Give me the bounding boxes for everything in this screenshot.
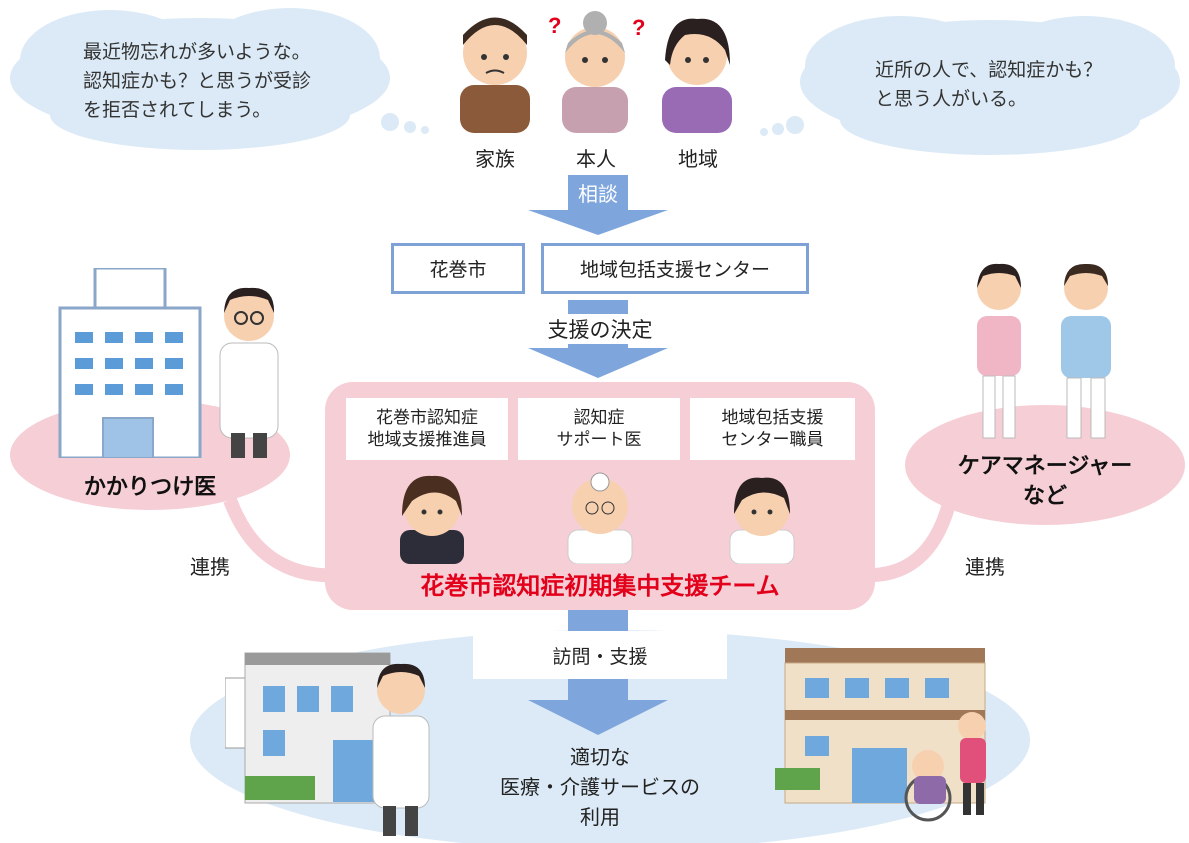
- left-link-curve: [223, 497, 341, 583]
- left-thought-cloud: [10, 8, 429, 150]
- caregiver-pushing-icon: [958, 712, 986, 815]
- community-person-icon: [662, 18, 732, 133]
- role-promoter: 花巻市認知症 地域支援推進員: [346, 398, 508, 460]
- right-pink-area: [905, 405, 1185, 525]
- staff-person-icon: [729, 477, 795, 564]
- doctor-bottom-icon: [372, 663, 430, 836]
- wheelchair-icon: [904, 750, 952, 822]
- left-cloud-text: 最近物忘れが多いような。 認知症かも？と思うが受診 を拒否されてしまう。: [83, 41, 312, 121]
- center-box: 地域包括支援センター: [541, 243, 809, 294]
- male-caregiver-icon: [1061, 263, 1111, 439]
- family-doctor-icon: [219, 287, 279, 458]
- care-facility-illustration: [775, 648, 986, 822]
- decision-label: 支援の決定: [500, 314, 700, 344]
- care-staff-illustration: [977, 263, 1111, 439]
- svg-text:?: ?: [548, 13, 561, 38]
- care-manager-label: ケアマネージャー など: [957, 454, 1133, 509]
- right-link-label: 連携: [965, 555, 1005, 579]
- doctor-person-icon: [567, 472, 633, 564]
- family-doctor-label: かかりつけ医: [83, 475, 217, 500]
- promoter-person-icon: [400, 475, 464, 564]
- care-home-building-icon: [775, 648, 986, 804]
- right-thought-cloud: [760, 16, 1180, 155]
- right-cloud-text: 近所の人で、認知症かも？ と思う人がいる。: [875, 59, 1103, 110]
- result-text: 適切な 医療・介護サービスの 利用: [500, 745, 700, 829]
- elderly-self-icon: ? ?: [548, 11, 645, 133]
- consult-arrow: [528, 175, 668, 235]
- svg-text:?: ?: [632, 15, 645, 40]
- female-caregiver-icon: [977, 263, 1021, 439]
- self-label: 本人: [576, 147, 616, 171]
- consult-label: 相談: [578, 182, 618, 206]
- team-name: 花巻市認知症初期集中支援チーム: [420, 572, 780, 600]
- role-center-staff: 地域包括支援 センター職員: [690, 398, 855, 460]
- clinic-illustration: [58, 268, 279, 458]
- city-box: 花巻市: [391, 243, 525, 294]
- visit-support-box: 訪問・支援: [473, 631, 727, 679]
- people-illustration: ? ?: [460, 11, 732, 133]
- clinic-building-icon: [225, 652, 391, 804]
- left-link-label: 連携: [190, 555, 230, 579]
- medical-facility-illustration: [225, 652, 430, 836]
- family-label: 家族: [475, 147, 515, 171]
- role-support-doctor: 認知症 サポート医: [518, 398, 680, 460]
- community-label: 地域: [678, 147, 718, 171]
- family-person-icon: [460, 17, 530, 133]
- hospital-building-icon: [58, 268, 202, 458]
- team-members-illustration: [400, 472, 795, 564]
